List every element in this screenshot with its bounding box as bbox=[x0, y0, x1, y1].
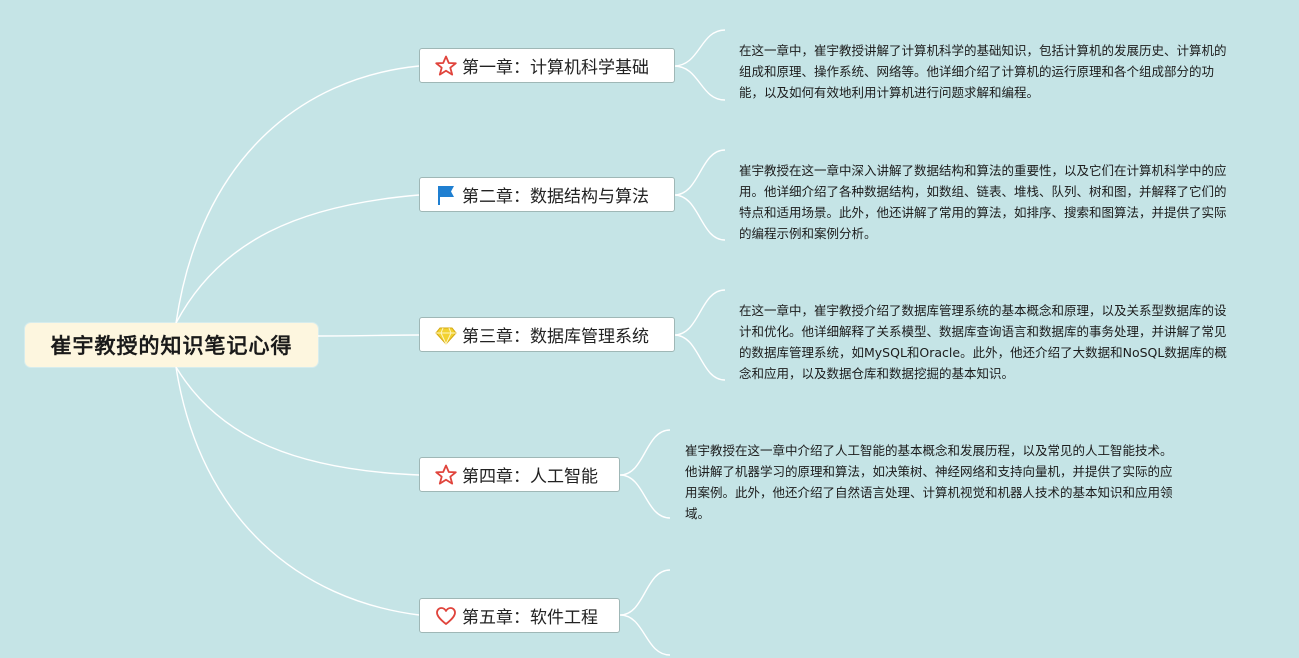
chapter-5-title: 第五章：软件工程 bbox=[462, 608, 598, 628]
diamond-icon bbox=[434, 323, 458, 347]
connector-ch1 bbox=[175, 65, 420, 324]
connector-ch2 bbox=[175, 194, 420, 324]
blue-flag-icon bbox=[434, 183, 458, 207]
chapter-1-node[interactable]: 第一章：计算机科学基础 bbox=[419, 48, 675, 83]
chapter-2-description: 崔宇教授在这一章中深入讲解了数据结构和算法的重要性，以及它们在计算机科学中的应用… bbox=[739, 163, 1227, 241]
bracket-ch2 bbox=[673, 149, 726, 241]
chapter-4-title: 第四章：人工智能 bbox=[462, 467, 598, 487]
chapter-1-title: 第一章：计算机科学基础 bbox=[462, 58, 649, 78]
heart-outline-icon bbox=[434, 604, 458, 628]
chapter-4-node[interactable]: 第四章：人工智能 bbox=[419, 457, 620, 492]
chapter-3-node[interactable]: 第三章：数据库管理系统 bbox=[419, 317, 675, 352]
chapter-1-description: 在这一章中，崔宇教授讲解了计算机科学的基础知识，包括计算机的发展历史、计算机的组… bbox=[739, 43, 1227, 100]
chapter-3-title: 第三章：数据库管理系统 bbox=[462, 327, 649, 347]
chapter-5-node[interactable]: 第五章：软件工程 bbox=[419, 598, 620, 633]
connector-ch3 bbox=[317, 334, 420, 337]
chapter-2-title: 第二章：数据结构与算法 bbox=[462, 187, 649, 207]
star-outline-icon bbox=[434, 54, 458, 78]
chapter-2-node[interactable]: 第二章：数据结构与算法 bbox=[419, 177, 675, 212]
star-outline-icon bbox=[434, 463, 458, 487]
central-topic[interactable]: 崔宇教授的知识笔记心得 bbox=[25, 323, 318, 367]
chapter-3-description: 在这一章中，崔宇教授介绍了数据库管理系统的基本概念和原理，以及关系型数据库的设计… bbox=[739, 303, 1227, 381]
bracket-ch3 bbox=[673, 289, 726, 381]
bracket-ch5 bbox=[619, 569, 671, 656]
bracket-ch4 bbox=[619, 429, 671, 519]
connector-ch5 bbox=[175, 366, 420, 616]
bracket-ch1 bbox=[673, 29, 726, 101]
connector-ch4 bbox=[175, 366, 420, 476]
chapter-4-description: 崔宇教授在这一章中介绍了人工智能的基本概念和发展历程，以及常见的人工智能技术。他… bbox=[685, 443, 1173, 521]
